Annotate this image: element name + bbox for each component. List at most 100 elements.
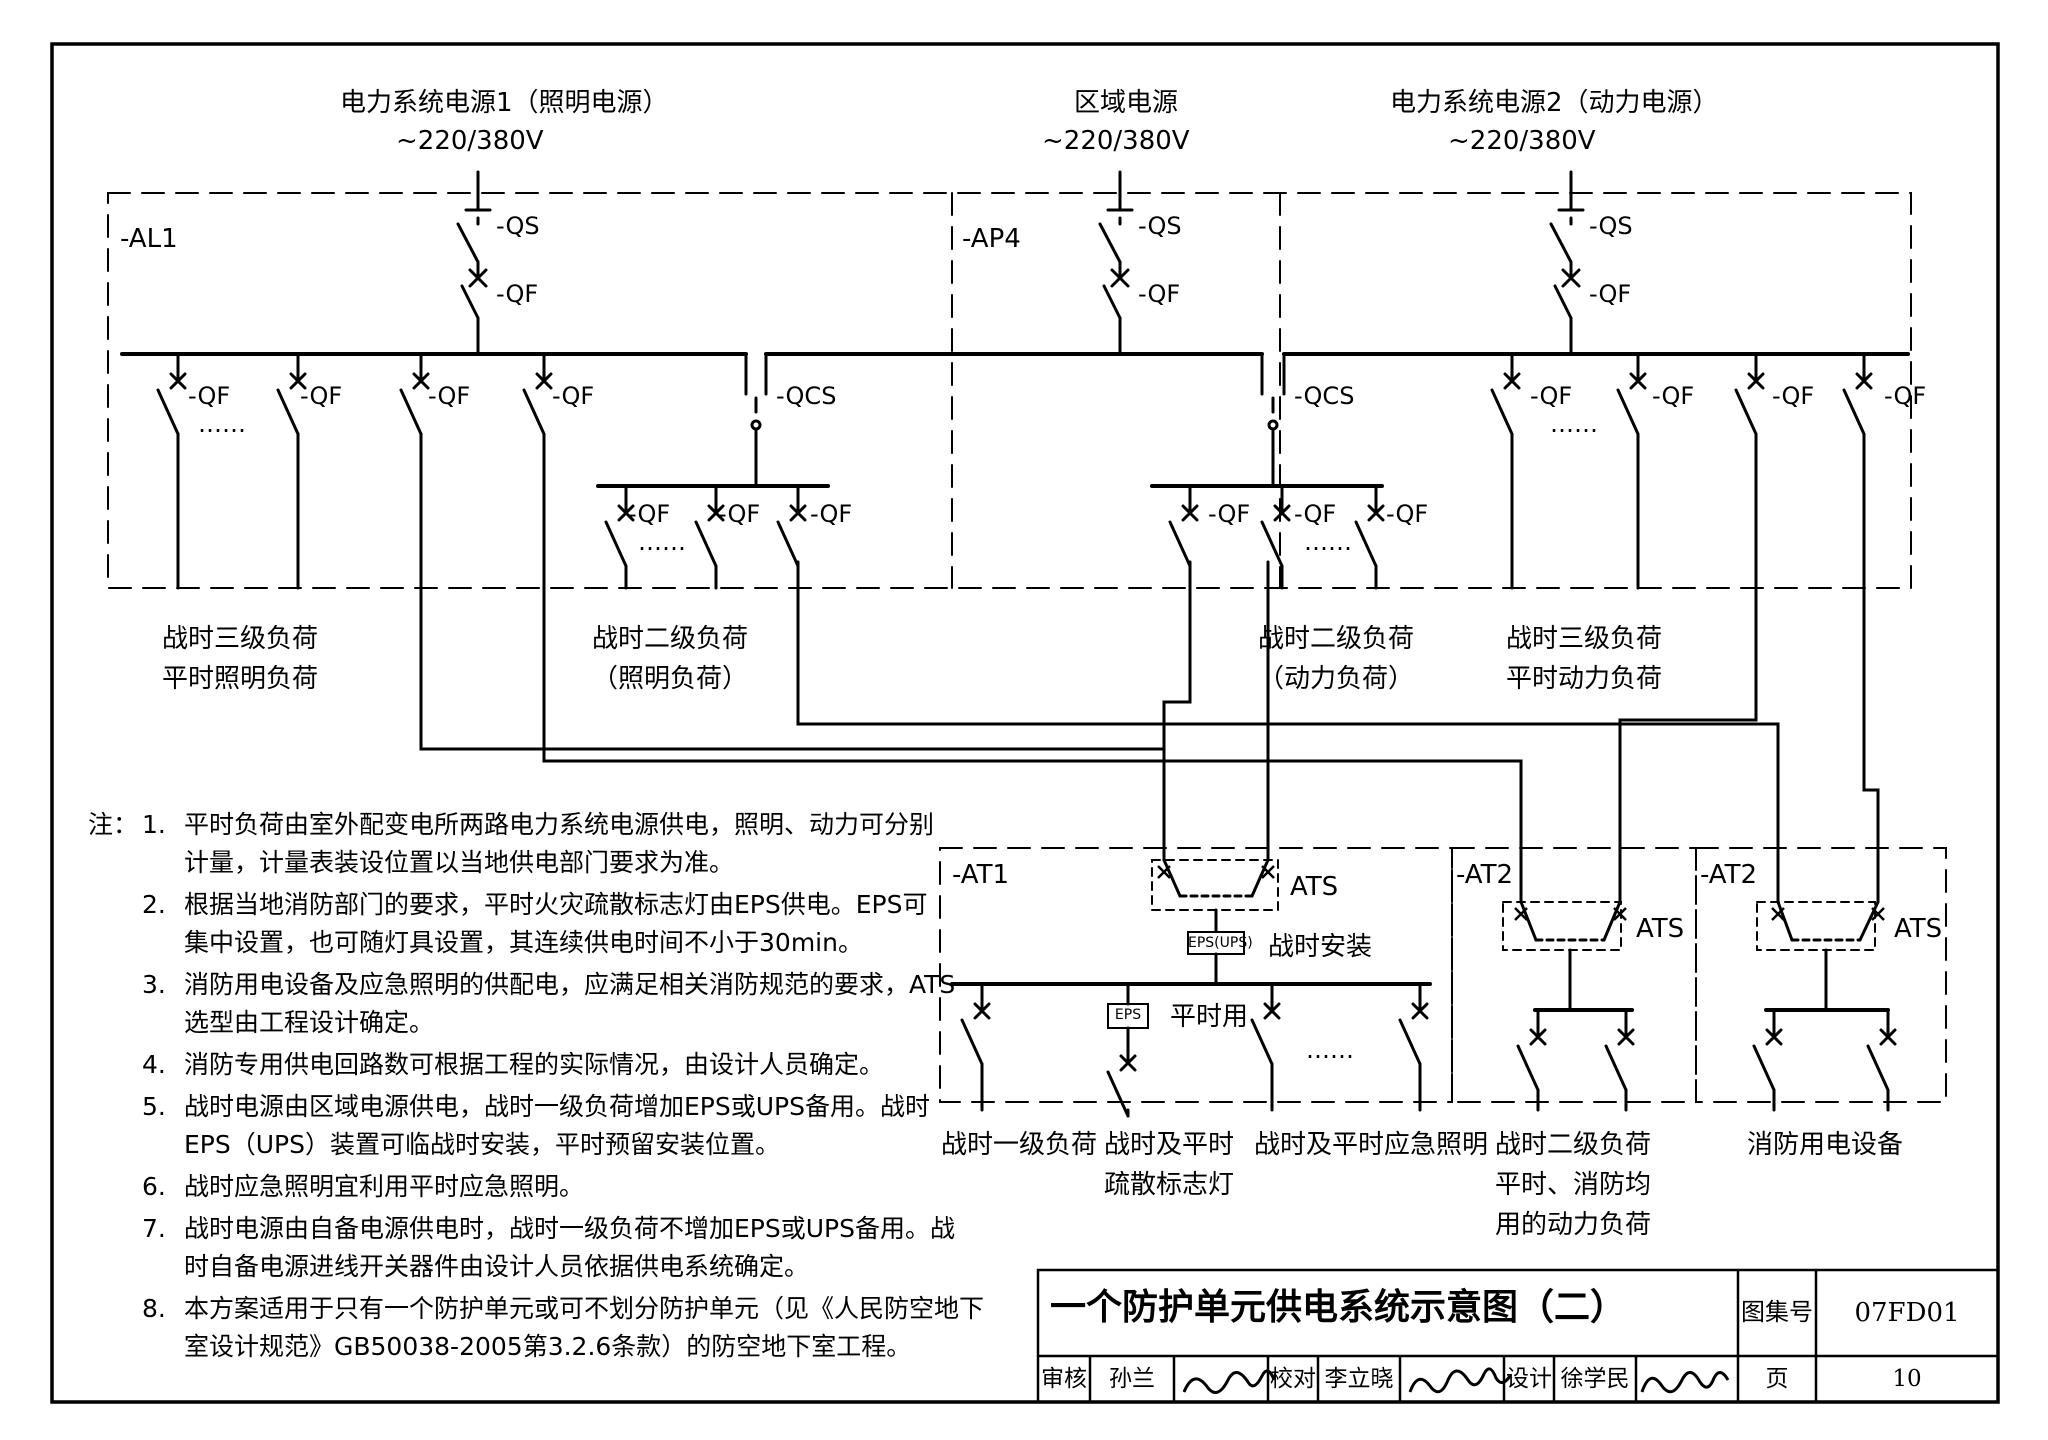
check-label: 校对 [1270,1366,1316,1392]
qf-label-2: -QF [1138,280,1181,308]
source2-title: 区域电源 [1074,88,1179,118]
breaker-sub-5 [1260,484,1291,590]
signatures [1182,1367,1730,1394]
source3-voltage: ~220/380V [1448,126,1596,156]
ats-label-2: ATS [1636,914,1685,944]
qf-label-sub1-b: -QF [718,500,761,528]
breaker-upper-2 [276,352,307,590]
qf-label-al1-d: -QF [552,382,595,410]
load-label-1a: 战时三级负荷 [161,624,318,654]
load-label-b4c: 用的动力负荷 [1494,1210,1651,1240]
qf-label-3: -QF [1589,280,1632,308]
note-3-line-1: 消防用电设备及应急照明的供配电，应满足相关消防规范的要求，ATS [184,970,956,999]
qf-label-sub2-b: -QF [1294,500,1337,528]
wartime-install-label: 战时安装 [1268,932,1373,962]
breaker-sub-2 [694,484,725,590]
panel-al1-label: -AL1 [120,224,178,254]
load-label-3b: （动力负荷） [1257,664,1414,694]
ats-input-marks [1157,865,1885,921]
qs-label-3: -QS [1589,212,1633,240]
note-8-line-2: 室设计规范》GB50038-2005第3.2.6条款）的防空地下室工程。 [184,1332,912,1361]
load-label-b1: 战时一级负荷 [940,1130,1097,1160]
eps-ups-box-label: EPS(UPS) [1188,935,1253,951]
notes-heading: 注： [88,810,139,839]
note-5-line-1: 战时电源由区域电源供电，战时一级负荷增加EPS或UPS备用。战时 [184,1092,930,1121]
breaker-upper-1 [156,352,187,590]
dots-sub1: …… [638,528,686,556]
drawing-frame [50,42,2000,1404]
check-name: 李立晓 [1324,1366,1394,1392]
breaker-upper-8 [1842,352,1873,442]
source1-voltage: ~220/380V [396,126,544,156]
breaker-upper-3 [399,352,430,440]
upper-breakers [156,352,1873,590]
qf-label-sub2-c: -QF [1386,500,1429,528]
qf-label-ap-b: -QF [1652,382,1695,410]
qf-label-sub1-a: -QF [628,500,671,528]
note-6-line-1: 战时应急照明宜利用平时应急照明。 [184,1172,585,1201]
note-number-7: 7. [142,1214,166,1243]
load-label-1b: 平时照明负荷 [161,664,318,694]
panel-at2b-label: -AT2 [1700,860,1758,890]
ats-box-1 [1151,859,1279,911]
panel-box-at1 [939,847,1453,1103]
load-label-3a: 战时二级负荷 [1257,624,1414,654]
signature-review [1182,1369,1276,1394]
note-2-line-2: 集中设置，也可随灯具设置，其连续供电时间不小于30min。 [184,928,863,957]
ats-box-3 [1756,901,1876,951]
load-label-4b: 平时动力负荷 [1505,664,1662,694]
panel-box-upper [107,192,1912,589]
ats-box-2 [1502,901,1622,951]
panel-box-at2b [1695,847,1947,1103]
signature-design [1640,1371,1730,1394]
peacetime-use-label: 平时用 [1170,1002,1249,1032]
breaker-sub-4 [1168,484,1199,568]
note-number-6: 6. [142,1172,166,1201]
qs-label-2: -QS [1138,212,1182,240]
note-7-line-2: 时自备电源进线开关器件由设计人员依据供电系统确定。 [184,1252,810,1281]
breaker-upper-6 [1616,352,1647,440]
breaker-lower-eps [1106,1034,1137,1118]
load-label-b4b: 平时、消防均 [1494,1170,1651,1200]
qs-label-1: -QS [496,212,540,240]
panel-at1-label: -AT1 [952,860,1010,890]
note-number-2: 2. [142,890,166,919]
drawing-title: 一个防护单元供电系统示意图（二） [1050,1287,1627,1328]
breaker-sub-6 [1354,484,1385,590]
qf-label-ap-c: -QF [1772,382,1815,410]
note-number-1: 1. [142,810,166,839]
breaker-lower-7 [1866,1008,1897,1112]
note-2-line-1: 根据当地消防部门的要求，平时火灾疏散标志灯由EPS供电。EPS可 [184,890,928,919]
design-name: 徐学民 [1560,1366,1630,1392]
note-number-5: 5. [142,1092,166,1121]
review-name: 孙兰 [1109,1366,1155,1392]
note-number-8: 8. [142,1294,166,1323]
atlas-number-value: 07FD01 [1854,1298,1960,1328]
eps-box-label: EPS [1114,1007,1142,1023]
atlas-number-label: 图集号 [1741,1298,1813,1326]
panel-boxes [107,192,1947,1103]
qf-label-1: -QF [496,280,539,308]
title-block [1036,1268,2000,1404]
incoming-feeders [456,170,1585,356]
qcs-label-2: -QCS [1294,382,1355,410]
ats-internals [1162,858,1880,1012]
load-label-4a: 战时三级负荷 [1505,624,1662,654]
breaker-lower-2 [1250,982,1281,1112]
note-8-line-1: 本方案适用于只有一个防护单元或可不划分防护单元（见《人民防空地下 [184,1294,985,1323]
breaker-upper-7 [1734,352,1765,442]
panel-box-at2a [1451,847,1697,1103]
ats-label-3: ATS [1894,914,1943,944]
note-5-line-2: EPS（UPS）装置可临战时安装，平时预留安装位置。 [184,1130,780,1159]
load-label-b2b: 疏散标志灯 [1103,1170,1234,1200]
breaker-sub-3 [776,484,807,568]
note-1-line-1: 平时负荷由室外配变电所两路电力系统电源供电，照明、动力可分别 [184,810,935,839]
note-7-line-1: 战时电源由自备电源供电时，战时一级负荷不增加EPS或UPS备用。战 [184,1214,955,1243]
lower-breakers [960,982,1897,1118]
breaker-upper-4 [522,352,553,440]
load-label-2a: 战时二级负荷 [591,624,748,654]
source3-title: 电力系统电源2（动力电源） [1390,88,1719,118]
dots-at1: …… [1306,1036,1354,1064]
panel-at2a-label: -AT2 [1456,860,1514,890]
ats-label-1: ATS [1290,872,1339,902]
